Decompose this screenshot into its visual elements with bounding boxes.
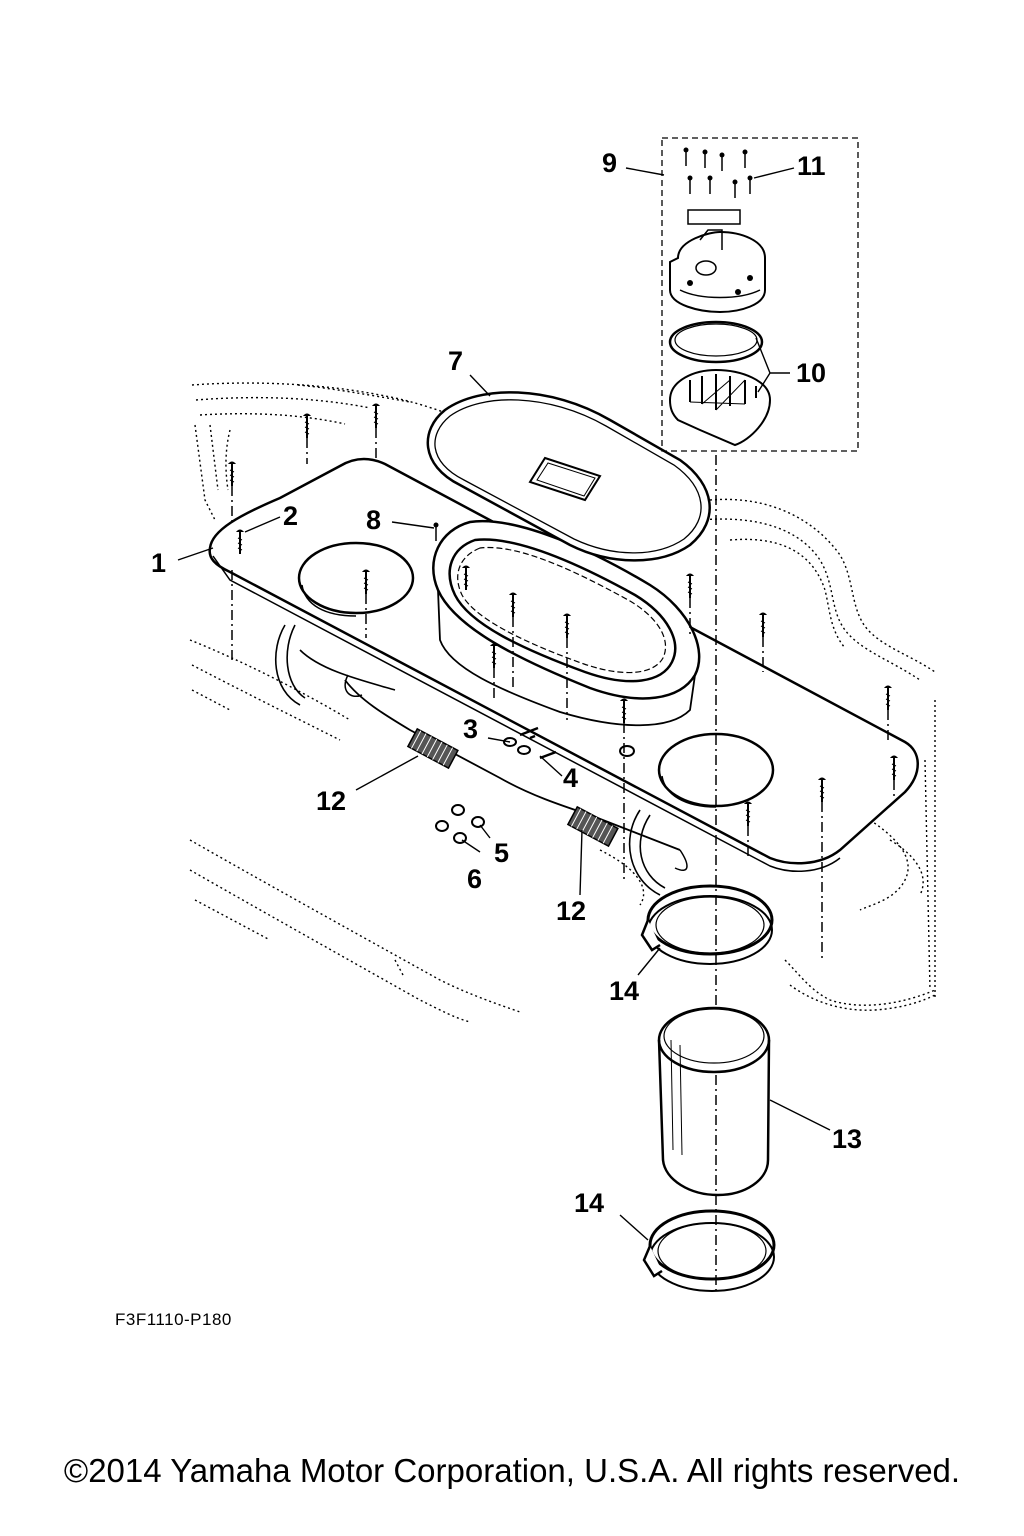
callout-6: 6 xyxy=(467,864,482,894)
callout-12-left: 12 xyxy=(316,786,346,816)
hose-clamp-upper xyxy=(640,884,774,965)
callout-3: 3 xyxy=(463,714,478,744)
callout-14-upper: 14 xyxy=(609,976,639,1006)
oval-frame xyxy=(432,519,701,727)
locator-lines xyxy=(231,428,895,1290)
callout-10: 10 xyxy=(796,358,826,388)
callout-2: 2 xyxy=(283,501,298,531)
callouts: 1 2 3 4 5 6 7 8 9 10 11 12 12 13 14 14 xyxy=(151,148,862,1218)
hose xyxy=(657,1006,771,1197)
callout-8: 8 xyxy=(366,505,381,535)
callout-11: 11 xyxy=(797,151,826,181)
cable-assembly xyxy=(344,674,688,871)
copyright-notice: ©2014 Yamaha Motor Corporation, U.S.A. A… xyxy=(63,1452,961,1489)
callout-12-right: 12 xyxy=(556,896,586,926)
leader-lines xyxy=(177,167,831,1241)
callout-4: 4 xyxy=(563,763,578,793)
callout-1: 1 xyxy=(151,548,166,578)
figure-code: F3F1110-P180 xyxy=(115,1310,232,1329)
cover xyxy=(426,391,711,562)
callout-14-lower: 14 xyxy=(574,1188,604,1218)
hose-clamp-lower xyxy=(642,1209,776,1292)
callout-9: 9 xyxy=(602,148,617,178)
callout-7: 7 xyxy=(448,346,463,376)
hull-outline xyxy=(189,382,936,1023)
callout-5: 5 xyxy=(494,838,509,868)
callout-13: 13 xyxy=(832,1124,862,1154)
vent-cap-assembly xyxy=(661,137,859,452)
